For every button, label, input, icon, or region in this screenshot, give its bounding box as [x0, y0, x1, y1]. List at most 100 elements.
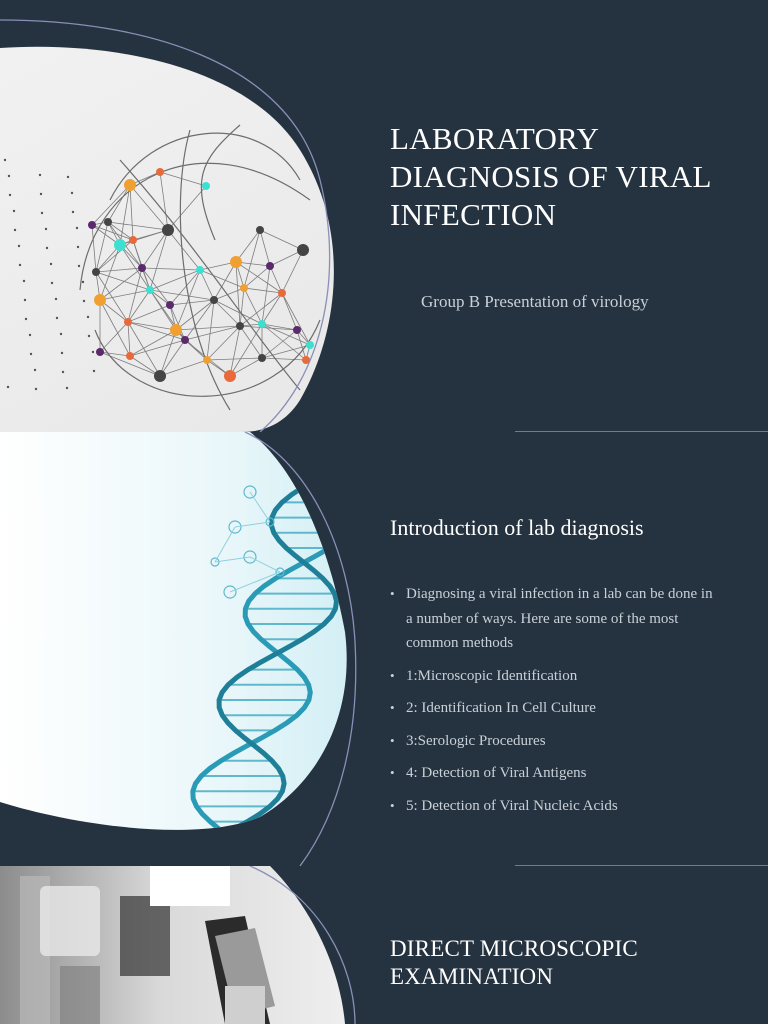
bullet-icon: •: [390, 700, 395, 715]
network-link: [235, 229, 261, 263]
dust-particle: [92, 369, 96, 373]
network-link: [184, 325, 241, 341]
bullet-icon: •: [390, 586, 395, 601]
network-link: [95, 267, 143, 273]
dust-particle: [86, 315, 90, 319]
network-node: [154, 370, 166, 382]
network-link: [167, 229, 201, 271]
network-globe-illustration: [0, 19, 334, 432]
network-node: [104, 218, 112, 226]
network-node: [181, 336, 189, 344]
method-list: •Diagnosing a viral infection in a lab c…: [390, 582, 720, 826]
network-link: [129, 184, 169, 231]
network-link: [141, 267, 201, 271]
dust-particle: [22, 279, 26, 283]
network-node: [266, 262, 274, 270]
helix-strand: [190, 470, 347, 830]
network-link: [259, 229, 271, 267]
network-link: [141, 267, 171, 306]
dust-particle: [28, 333, 32, 337]
network-link: [261, 265, 271, 325]
network-node: [114, 239, 126, 251]
network-link: [206, 357, 263, 361]
network-link: [213, 299, 263, 325]
globe-arc: [179, 129, 231, 411]
network-node: [166, 301, 174, 309]
network-link: [243, 265, 271, 289]
dust-particle: [87, 334, 91, 338]
network-link: [119, 184, 131, 246]
network-link: [129, 339, 186, 357]
network-link: [127, 304, 171, 323]
network-node: [306, 341, 314, 349]
helix-strand: [192, 469, 340, 830]
network-link: [243, 287, 283, 294]
dust-particle: [6, 385, 10, 389]
molecule-bond: [214, 526, 236, 563]
network-node: [138, 264, 146, 272]
network-node: [96, 348, 104, 356]
network-link: [175, 269, 201, 331]
dust-particle: [18, 263, 22, 267]
slide-introduction: Introduction of lab diagnosis •Diagnosin…: [0, 432, 768, 866]
network-node: [203, 356, 211, 364]
network-node: [124, 318, 132, 326]
globe-arc: [109, 132, 301, 201]
molecule-node: [265, 517, 275, 527]
dust-particle: [38, 173, 42, 177]
dust-particle: [13, 228, 17, 232]
network-link: [169, 269, 201, 306]
network-node: [258, 354, 266, 362]
slide-divider: [515, 865, 768, 866]
network-node: [258, 320, 266, 328]
network-node: [302, 356, 310, 364]
network-link: [159, 339, 186, 377]
network-link: [95, 271, 129, 323]
network-node: [162, 224, 174, 236]
network-link: [243, 287, 263, 325]
network-link: [159, 329, 177, 377]
network-link: [199, 269, 245, 289]
network-link: [129, 355, 161, 377]
molecule-node: [275, 567, 285, 577]
dust-particle: [34, 387, 38, 391]
network-link: [213, 287, 245, 301]
network-node: [129, 236, 137, 244]
network-link: [127, 321, 131, 357]
network-link: [229, 325, 241, 377]
network-link: [129, 184, 134, 241]
network-node: [92, 268, 100, 276]
network-node: [196, 266, 204, 274]
network-link: [235, 261, 283, 294]
globe-arc: [200, 124, 241, 241]
network-link: [149, 289, 177, 331]
network-link: [99, 321, 129, 353]
molecule-node: [243, 550, 257, 564]
network-link: [175, 325, 241, 331]
network-link: [213, 299, 241, 327]
network-link: [149, 289, 171, 306]
network-link: [127, 321, 161, 377]
bullet-icon: •: [390, 797, 395, 813]
network-link: [206, 299, 215, 361]
dust-particle: [40, 211, 44, 215]
list-item: •2: Identification In Cell Culture: [390, 696, 720, 721]
molecule-node: [228, 520, 242, 534]
network-node: [202, 182, 210, 190]
network-node: [170, 324, 182, 336]
network-node: [297, 244, 309, 256]
dust-particle: [61, 370, 65, 374]
network-link: [91, 184, 131, 226]
dust-particle: [66, 175, 70, 179]
dust-particle: [39, 192, 43, 196]
network-link: [95, 244, 121, 273]
network-node: [210, 296, 218, 304]
bullet-icon: •: [390, 765, 395, 780]
dust-particle: [17, 244, 21, 248]
network-link: [261, 292, 283, 325]
network-link: [175, 329, 208, 361]
network-link: [149, 269, 201, 291]
network-node: [240, 284, 248, 292]
dust-particle: [59, 332, 63, 336]
dust-particle: [50, 281, 54, 285]
